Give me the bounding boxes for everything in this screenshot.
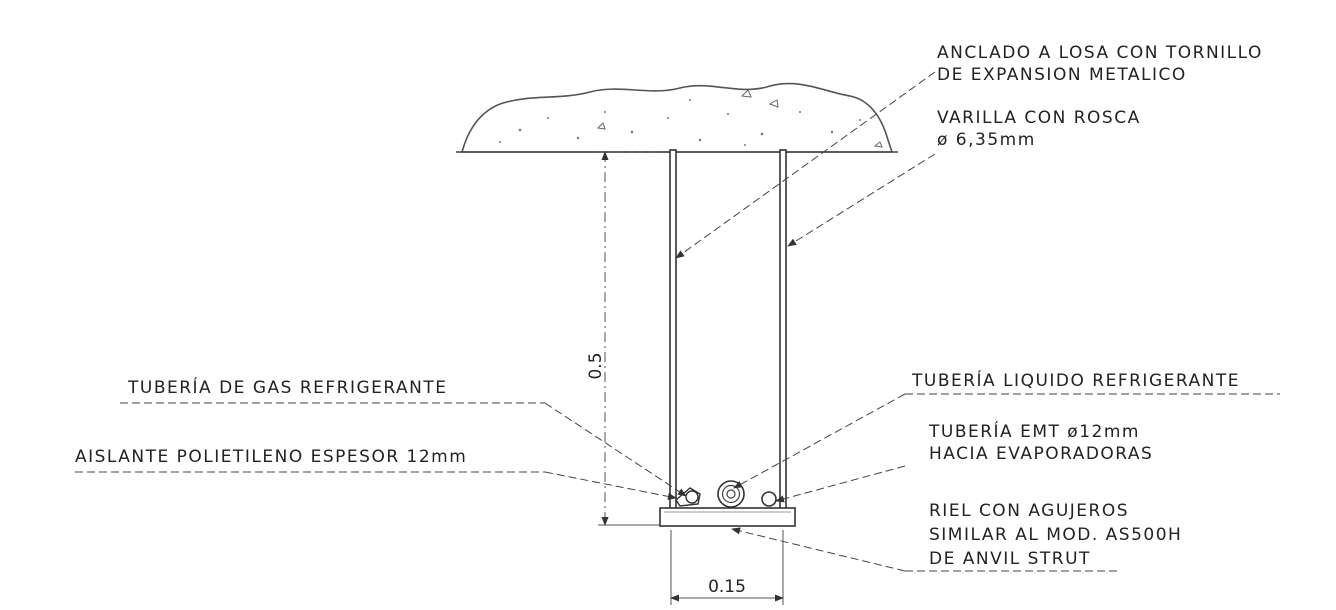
emt-conduit (761, 491, 777, 507)
rail-label-line2: SIMILAR AL MOD. AS500H (929, 525, 1182, 545)
emt-label-line2: HACIA EVAPORADORAS (929, 444, 1153, 464)
leader-lines (75, 71, 1280, 572)
gas-pipe-leader (544, 402, 687, 497)
threaded-rod-right (779, 149, 787, 513)
rail-leader (731, 527, 906, 572)
rod-label-line2: ø 6,35mm (937, 130, 1036, 150)
rod-leader (787, 153, 936, 247)
gas-pipe-insulated (675, 487, 701, 507)
anchor-label-line1: ANCLADO A LOSA CON TORNILLO (937, 43, 1263, 63)
threaded-rod-left (669, 149, 677, 513)
rod-label-line1: VARILLA CON ROSCA (937, 108, 1141, 128)
height-dimension-value: 0.5 (586, 352, 606, 379)
height-dimension: 0.5 (586, 151, 660, 526)
width-dimension: 0.15 (670, 530, 784, 605)
liquid-pipe-insulated (717, 480, 745, 508)
insulation-leader (544, 471, 677, 500)
insulation-label: AISLANTE POLIETILENO ESPESOR 12mm (75, 447, 467, 467)
emt-label-line1: TUBERÍA EMT ø12mm (928, 420, 1140, 442)
liquid-pipe-leader (733, 393, 906, 489)
strut-rail (659, 507, 796, 527)
rail-label-line3: DE ANVIL STRUT (929, 549, 1091, 569)
width-dimension-value: 0.15 (708, 577, 746, 597)
rail-label-line1: RIEL CON AGUJEROS (929, 501, 1129, 521)
emt-leader (775, 465, 906, 503)
anchor-leader (675, 71, 936, 259)
anchor-label-line2: DE EXPANSION METALICO (937, 65, 1187, 85)
liquid-pipe-label: TUBERÍA LIQUIDO REFRIGERANTE (911, 369, 1240, 391)
concrete-slab (460, 82, 894, 153)
gas-pipe-label: TUBERÍA DE GAS REFRIGERANTE (127, 376, 448, 398)
slab-aggregate (499, 89, 883, 148)
